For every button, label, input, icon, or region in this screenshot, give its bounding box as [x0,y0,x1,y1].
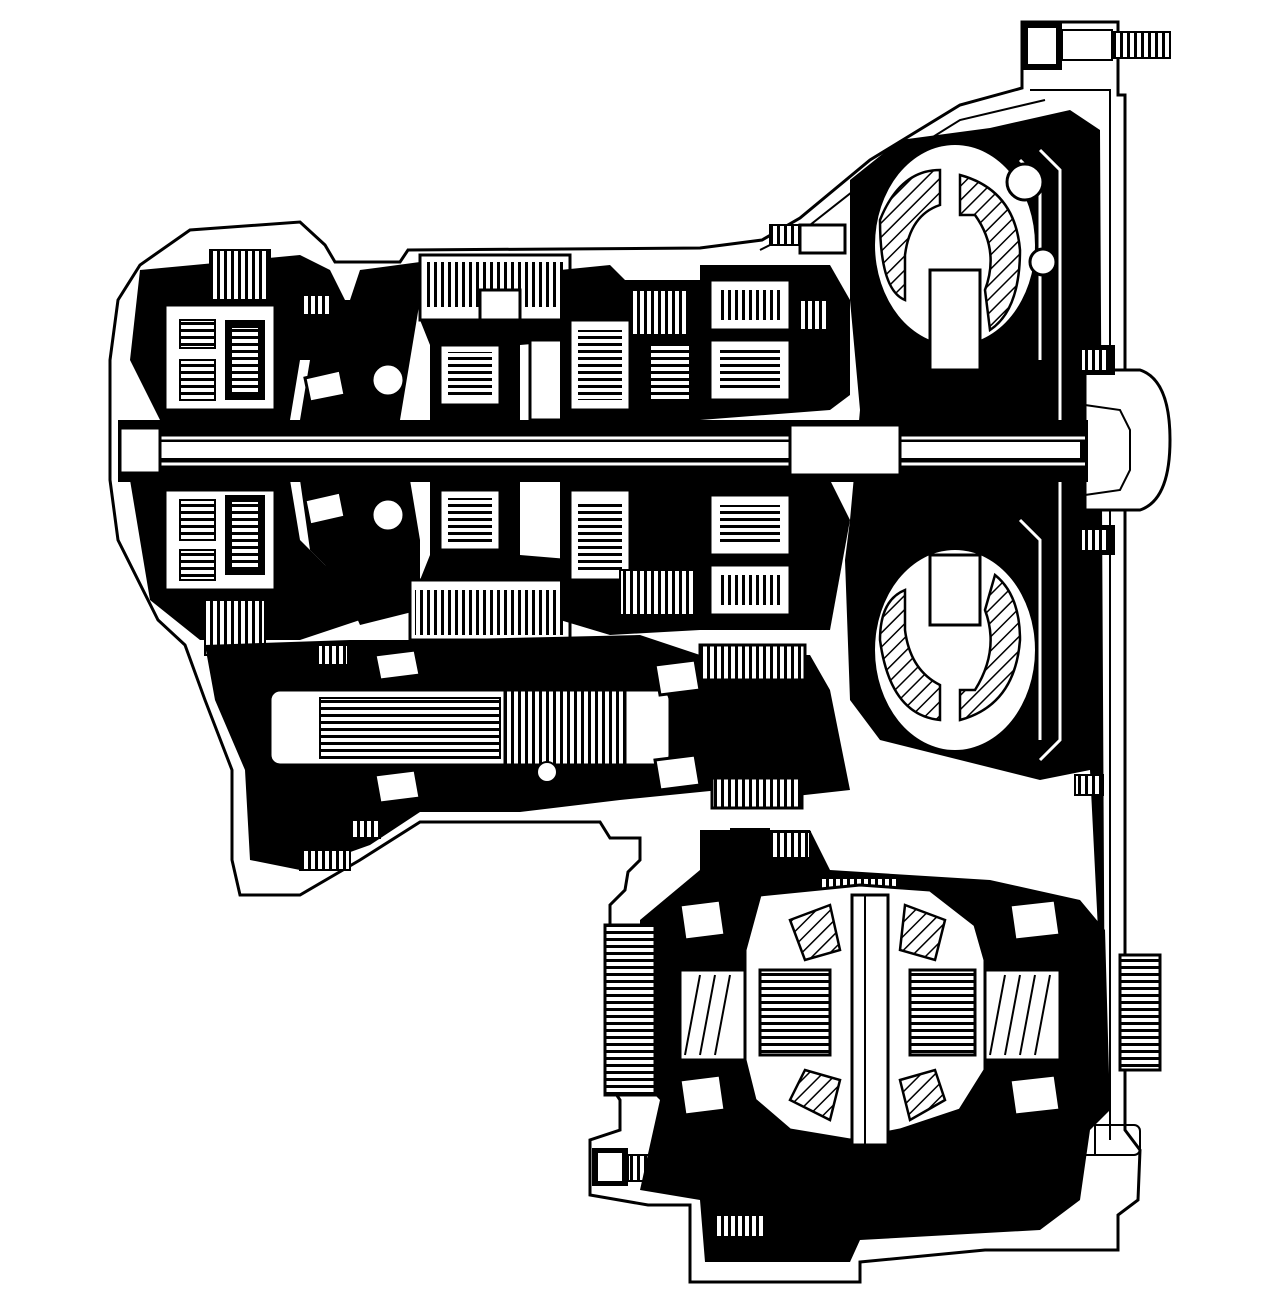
torque-converter [845,110,1105,1070]
mounting-bolt-top [1022,22,1171,70]
diff-bearing-right-upper [1008,898,1062,942]
clutch-pack-3-lower [619,569,696,616]
counter-driven-gear-upper [698,643,807,682]
diff-pinion-shaft [850,893,890,1147]
housing-outer-outline [108,20,1142,1284]
input-shaft [118,420,1088,482]
center-bearing-ball-upper [370,362,406,398]
counter-bearing-lower [653,753,702,792]
front-clutch-pack-upper [209,249,271,301]
gear-train-lower [130,480,850,656]
axle-seal-right [1118,953,1162,1072]
impeller-vane-lower-right [958,572,1022,722]
pump-ball-upper [1005,162,1045,202]
housing-fasteners [1070,150,1115,796]
diff-pinion-top-left [788,903,842,962]
converter-hub [1083,368,1172,512]
diff-bearing-right-lower [1008,1073,1062,1117]
shaft-bore [120,442,1080,458]
taper-roller-upper [303,368,347,404]
taper-roller-lower [303,490,347,527]
counter-bearing-upper [653,658,702,697]
counter-shaft-assembly [205,635,850,871]
pump-ball-lower [1028,247,1058,277]
counter-shaft-gear [503,688,627,767]
counter-bearing-rear-lower [373,768,422,805]
counter-shaft-spline [319,697,501,759]
counter-bearing-rear-upper [373,648,422,682]
hub-spline [1084,404,1131,496]
diff-pinion-bottom-left [788,1068,842,1122]
axle-seal-left [603,923,657,1097]
counter-driven-gear-lower [710,776,804,810]
differential [603,828,1162,1262]
diff-pinion-bottom-right [898,1068,947,1122]
impeller-vane-upper-right [958,173,1022,333]
counter-shaft-oil-hole [536,761,558,783]
center-bearing-ball-lower [370,497,406,533]
diff-side-gear-right [908,968,977,1057]
diff-bearing-left-lower [678,1073,727,1117]
stator-lower [928,553,982,627]
diff-pinion-top-right [898,903,947,962]
impeller-vane-lower-left [878,588,942,722]
impeller-vane-upper-left [878,168,942,302]
diff-bearing-left-upper [678,898,727,942]
clutch-pack-3-upper [629,289,691,336]
clutch-pack-2-lower [415,590,565,635]
gear-train-upper [130,223,850,422]
stator-upper [928,268,982,372]
diff-side-gear-left [758,968,832,1057]
hub-pilot [1083,368,1172,512]
